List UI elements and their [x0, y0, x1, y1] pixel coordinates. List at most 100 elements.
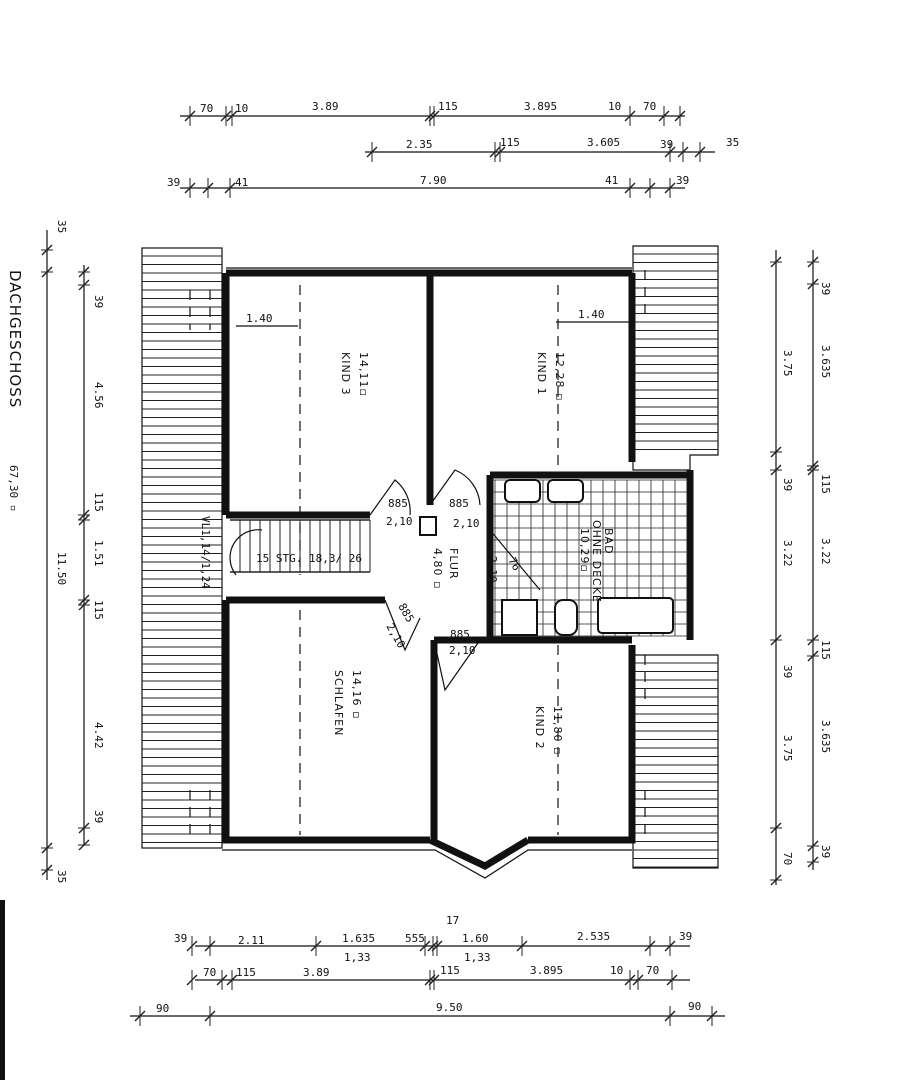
bot2-1: 115 — [236, 966, 256, 979]
top2-1: 115 — [500, 136, 520, 149]
room-kind3-name: KIND 3 — [339, 352, 352, 396]
left-inner-4: 115 — [92, 600, 105, 620]
right-outer-2: 115 — [819, 474, 832, 494]
bot2-5: 10 — [610, 964, 623, 977]
room-schlafen-name: SCHLAFEN — [332, 670, 345, 736]
right-outer-4: 115 — [819, 640, 832, 660]
bot1-sub-0: 1,33 — [344, 951, 371, 964]
bottom-dimensions — [130, 936, 725, 1026]
left-inner-5: 4.42 — [92, 722, 105, 749]
room-schlafen-area: 14,16 ▫ — [350, 670, 363, 719]
bath-door-height: 2,10 — [486, 556, 499, 583]
room-flur-name: FLUR — [447, 548, 460, 580]
top1-6: 70 — [643, 100, 656, 113]
bot1-1: 2.11 — [238, 934, 265, 947]
top1-1: 10 — [235, 102, 248, 115]
top1-2: 3.89 — [312, 100, 339, 113]
exterior-walls — [222, 267, 636, 879]
bot2-6: 70 — [646, 964, 659, 977]
room-kind2-name: KIND 2 — [533, 706, 546, 750]
top3-0: 39 — [167, 176, 180, 189]
right-outer-0: 39 — [819, 282, 832, 295]
top1-0: 70 — [200, 102, 213, 115]
door4-height: 2,10 — [449, 644, 476, 657]
bot1-sub-1: 1,33 — [464, 951, 491, 964]
room-bad-area: 10,29▫ — [578, 528, 591, 573]
door3-height: 2,10 — [383, 621, 408, 650]
top3-2: 7.90 — [420, 174, 447, 187]
door1-width: 885 — [388, 497, 408, 510]
right-inner-3: 39 — [781, 665, 794, 678]
door1-height: 2,10 — [386, 515, 413, 528]
bot3-0: 90 — [156, 1002, 169, 1015]
bot2-0: 70 — [203, 966, 216, 979]
plan-total-area: 67,30 ▫ — [7, 465, 20, 511]
interior-walls — [226, 273, 694, 840]
top-dimensions — [180, 106, 715, 198]
right-outer-1: 3.635 — [819, 345, 832, 378]
right-outer-6: 39 — [819, 845, 832, 858]
bot1-4: 17 — [446, 914, 459, 927]
left-inner-6: 39 — [92, 810, 105, 823]
room-kind1-name: KIND 1 — [535, 352, 548, 396]
right-dimensions — [770, 250, 819, 886]
scan-edge-mark — [0, 900, 5, 1080]
roof-hatch-right — [632, 245, 719, 869]
top3-1: 41 — [235, 176, 248, 189]
top2-3: 39 — [660, 138, 673, 151]
bath-door-width: 76 — [505, 555, 523, 573]
room-bad-note: OHNE DECKE — [590, 520, 603, 603]
left-inner-1: 4.56 — [92, 382, 105, 409]
room-kind1-area: 12,28 ▫ — [553, 352, 566, 401]
left-inner-0: 39 — [92, 295, 105, 308]
door4-width: 885 — [450, 628, 470, 641]
plan-title: DACHGESCHOSS — [6, 270, 24, 408]
window-kind3-width: 1.40 — [246, 312, 273, 325]
room-flur-area: 4,80 ▫ — [431, 548, 444, 589]
room-kind3-area: 14,11▫ — [357, 352, 370, 397]
bot1-6: 2.535 — [577, 930, 610, 943]
right-outer-5: 3.635 — [819, 720, 832, 753]
left-dimensions — [41, 230, 90, 880]
top3-3: 41 — [605, 174, 618, 187]
bot3-2: 90 — [688, 1000, 701, 1013]
bot3-1: 9.50 — [436, 1001, 463, 1014]
right-inner-0: 3.75 — [781, 350, 794, 377]
right-inner-1: 39 — [781, 478, 794, 491]
door3-width: 885 — [395, 601, 416, 625]
bathroom — [492, 479, 688, 637]
right-inner-4: 3.75 — [781, 735, 794, 762]
top1-3: 115 — [438, 100, 458, 113]
stair-label: 15 STG. 18,3/ 26 — [256, 552, 362, 565]
top2-4: 35 — [726, 136, 739, 149]
bot1-2: 1.635 — [342, 932, 375, 945]
left-outer-2: 35 — [55, 870, 68, 883]
room-bad-name: BAD — [602, 528, 615, 555]
right-outer-3: 3.22 — [819, 538, 832, 565]
top2-0: 2.35 — [406, 138, 433, 151]
bot2-4: 3.895 — [530, 964, 563, 977]
door2-width: 885 — [449, 497, 469, 510]
roof-slope-lines — [189, 270, 646, 840]
bot1-7: 39 — [679, 930, 692, 943]
left-outer-0: 35 — [55, 220, 68, 233]
top1-4: 3.895 — [524, 100, 557, 113]
top2-2: 3.605 — [587, 136, 620, 149]
window-kind1-width: 1.40 — [578, 308, 605, 321]
stair-vl-label: VL1,14/1,24 — [199, 516, 212, 589]
top1-5: 10 — [608, 100, 621, 113]
left-inner-2: 115 — [92, 492, 105, 512]
bot2-2: 3.89 — [303, 966, 330, 979]
bot1-3: 555 — [405, 932, 425, 945]
bot2-3: 115 — [440, 964, 460, 977]
right-inner-2: 3.22 — [781, 540, 794, 567]
staircase — [229, 519, 371, 576]
right-inner-5: 70 — [781, 852, 794, 865]
top3-4: 39 — [676, 174, 689, 187]
room-kind2-area: 11,80 ▫ — [551, 706, 564, 755]
left-outer-1: 11.50 — [55, 552, 68, 585]
roof-hatch-left — [141, 247, 223, 849]
door2-height: 2,10 — [453, 517, 480, 530]
left-inner-3: 1.51 — [92, 540, 105, 567]
